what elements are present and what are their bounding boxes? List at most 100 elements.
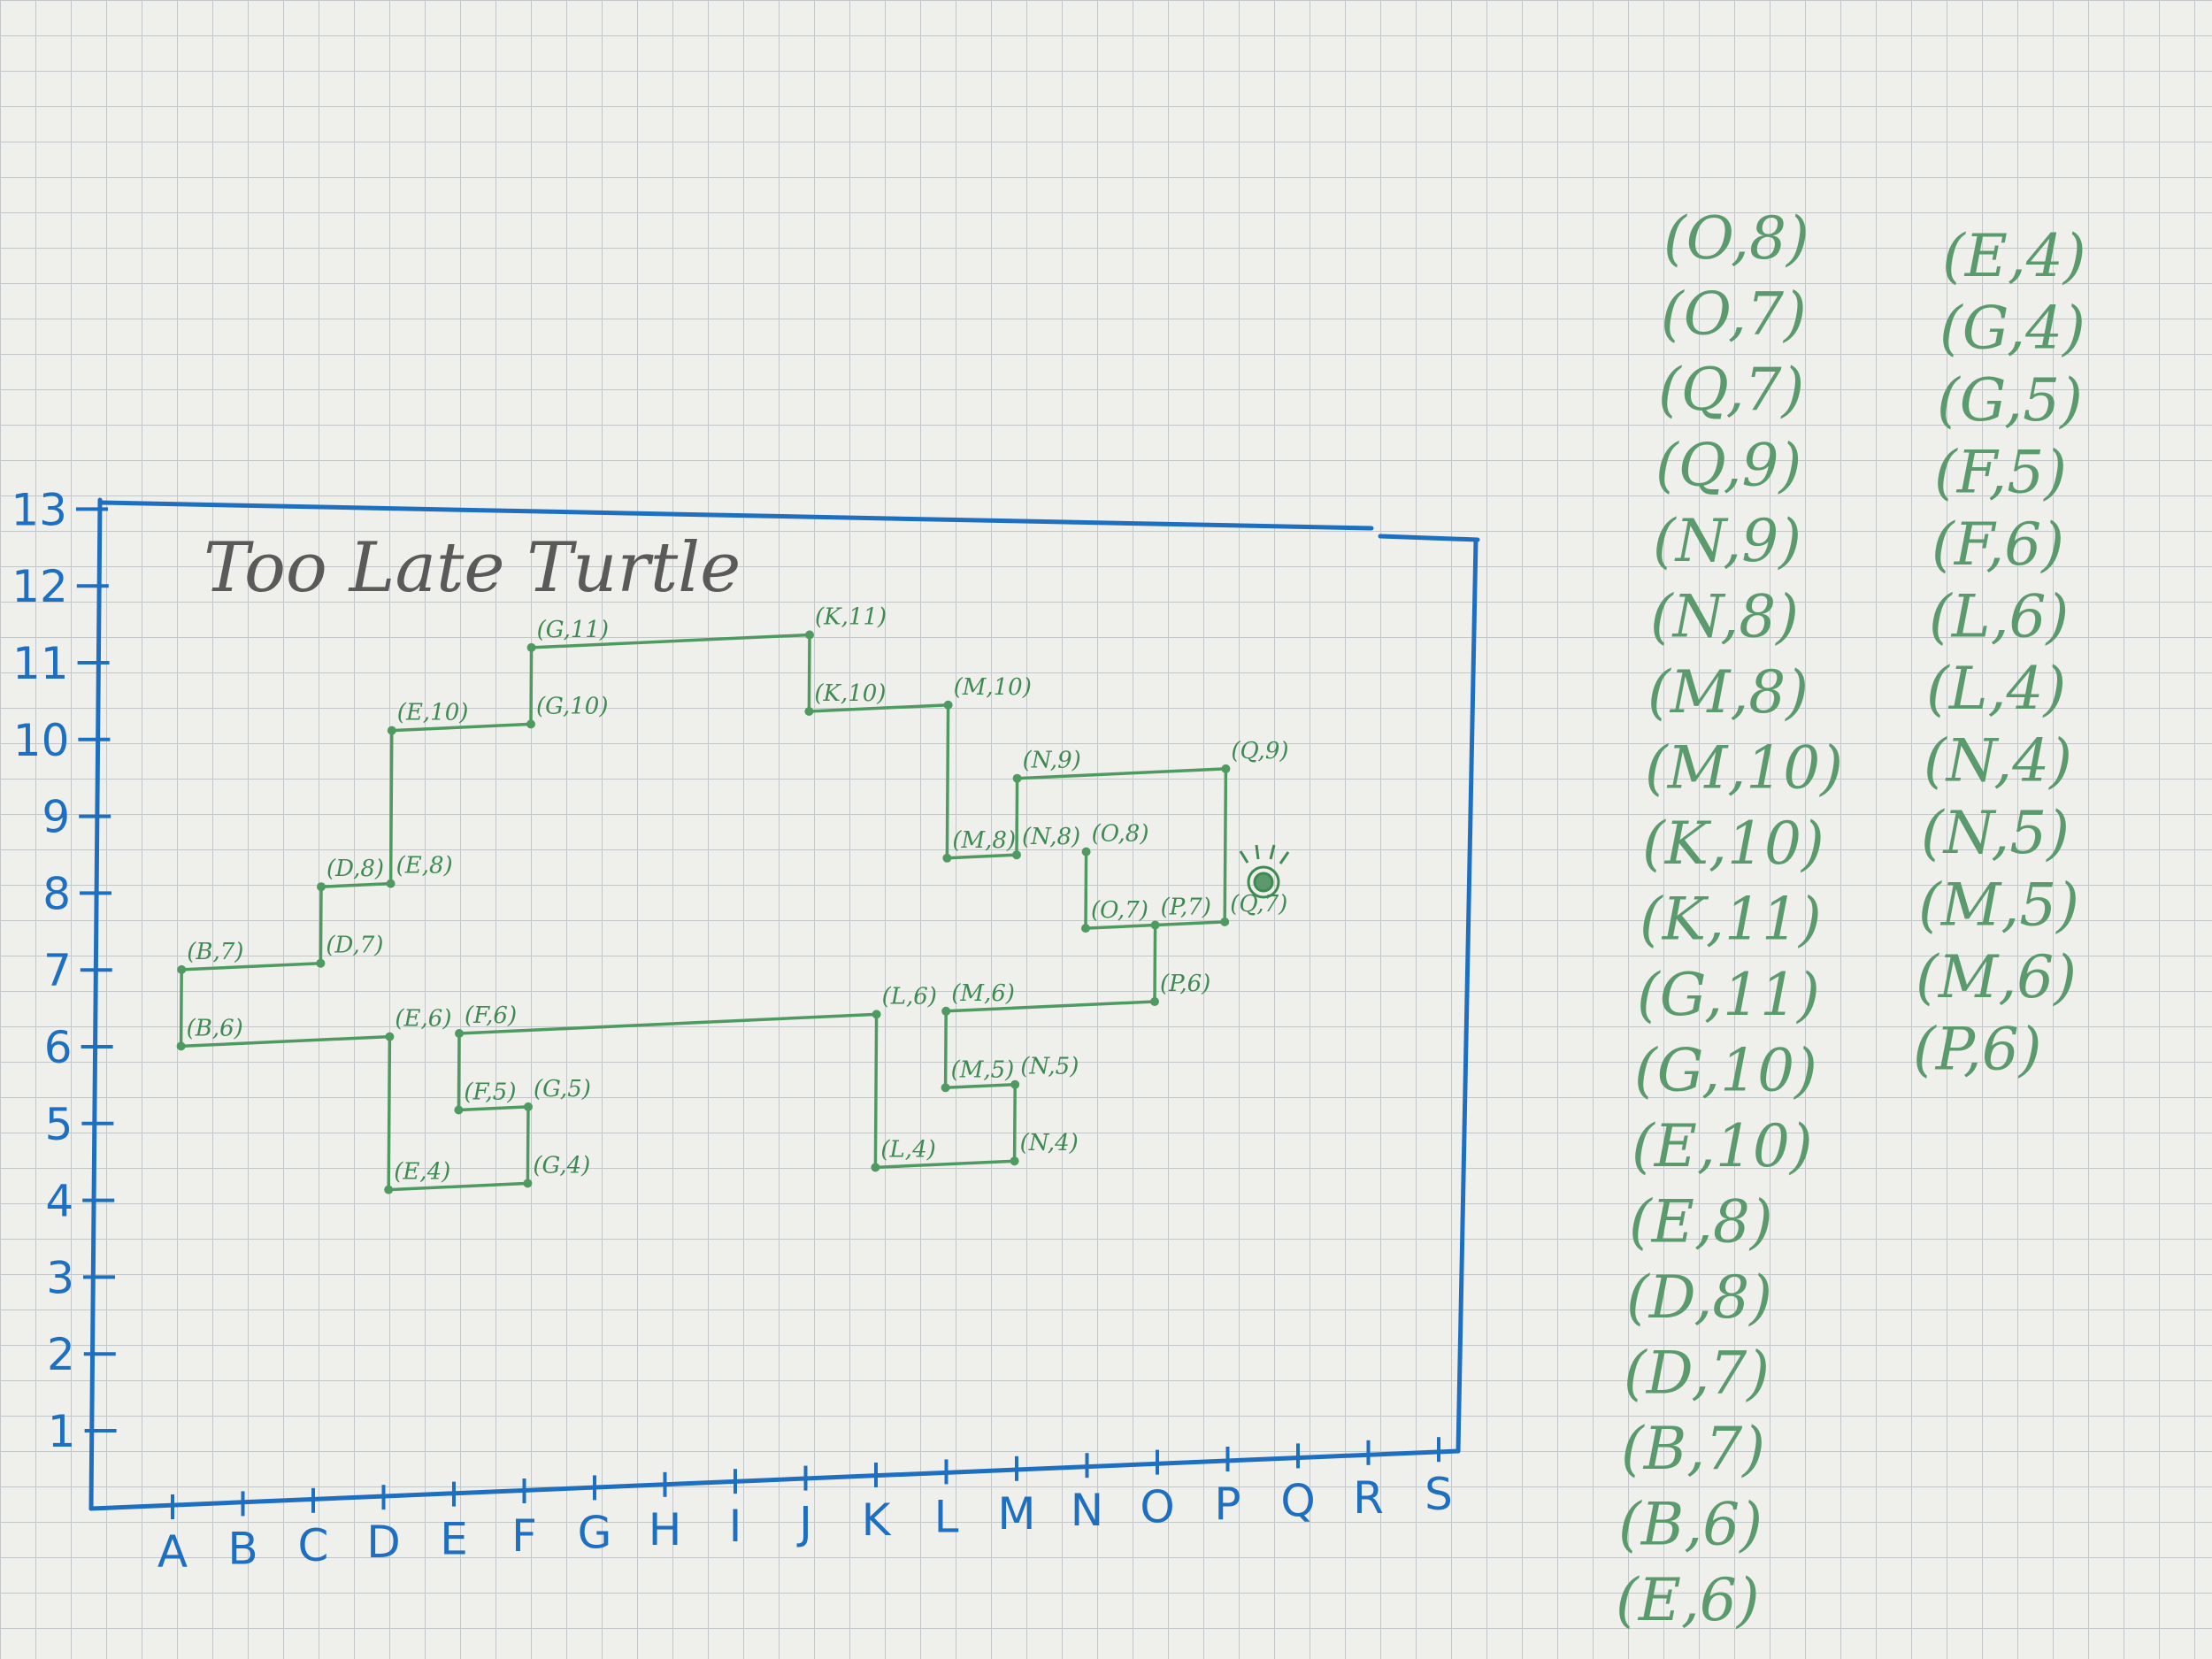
y-axis-line (88, 497, 103, 1511)
path-segment-5 (388, 728, 394, 886)
path-point-24 (872, 1010, 881, 1019)
path-point-label-23: (F,6) (465, 1002, 517, 1029)
list1-item-16: (B,7) (1621, 1415, 1765, 1483)
turtle-path (179, 633, 1228, 1192)
path-segment-30 (1153, 923, 1157, 1003)
path-segment-28 (943, 1010, 948, 1090)
y-axis-label-9: 9 (42, 792, 70, 843)
path-point-label-7: (G,10) (536, 693, 608, 719)
path-segment-3 (319, 885, 323, 965)
list1-item-4: (N,9) (1653, 507, 1801, 575)
path-segment-24 (873, 1012, 879, 1170)
path-point-label-16: (Q,7) (1230, 891, 1287, 918)
y-axis-label-8: 8 (42, 868, 71, 919)
list1-item-6: (M,8) (1647, 658, 1809, 726)
path-point-label-31: (P,7) (1161, 895, 1211, 921)
x-axis-label-K: K (862, 1494, 892, 1546)
list2-item-10: (M,6) (1916, 943, 2077, 1011)
path-point-9 (805, 630, 814, 640)
path-segment-4 (319, 881, 393, 888)
list2-item-2: (G,5) (1937, 366, 2083, 434)
path-point-label-5: (E,8) (396, 853, 453, 879)
list1-item-10: (G,11) (1637, 961, 1820, 1029)
path-point-20 (523, 1179, 533, 1188)
path-point-label-8: (G,11) (537, 617, 609, 643)
path-segment-25 (873, 1159, 1017, 1170)
x-axis-label-N: N (1071, 1485, 1103, 1536)
top-border-line-2 (1378, 534, 1480, 542)
y-axis-label-6: 6 (44, 1022, 73, 1073)
x-axis-line (88, 1448, 1461, 1511)
path-point-17 (1081, 924, 1090, 933)
list2-item-0: (E,4) (1942, 222, 2086, 290)
top-border-line (97, 500, 1374, 531)
list2-item-3: (F,5) (1934, 439, 2067, 507)
coordinate-axes (88, 497, 1480, 1511)
path-point-27 (1010, 1079, 1020, 1089)
path-segment-29 (944, 1000, 1156, 1013)
y-axis-label-4: 4 (45, 1176, 73, 1227)
x-axis-label-B: B (227, 1523, 257, 1574)
path-point-label-30: (P,6) (1160, 971, 1210, 997)
path-point-label-18: (O,8) (1092, 821, 1149, 848)
path-segment-21 (457, 1105, 530, 1112)
turtle-doodle-icon (1239, 844, 1290, 899)
coordinate-list-column-1: (O,8)(O,7)(Q,7)(Q,9)(N,9)(N,8)(M,8)(M,10… (1616, 204, 1843, 1634)
path-point-23 (455, 1029, 464, 1038)
list1-item-9: (K,11) (1640, 886, 1822, 954)
list1-item-3: (Q,9) (1655, 432, 1801, 500)
path-segment-12 (945, 853, 1018, 860)
path-point-12 (942, 853, 952, 863)
path-segment-14 (1015, 767, 1228, 780)
x-axis-label-F: F (511, 1510, 537, 1562)
list2-item-8: (N,5) (1921, 799, 2070, 867)
coordinate-list-column-2: (E,4)(G,4)(G,5)(F,5)(F,6)(L,6)(L,4)(N,4)… (1913, 222, 2086, 1084)
path-point-26 (1010, 1156, 1019, 1166)
list2-item-1: (G,4) (1939, 295, 2085, 363)
path-point-14 (1012, 773, 1022, 783)
path-segment-26 (1012, 1082, 1017, 1163)
x-axis-label-A: A (157, 1526, 188, 1578)
y-axis-label-3: 3 (46, 1252, 74, 1303)
path-segment-9 (807, 633, 811, 713)
x-axis-label-E: E (440, 1514, 468, 1565)
list1-item-12: (E,10) (1632, 1112, 1813, 1180)
path-point-30 (1150, 997, 1159, 1006)
path-point-18 (1081, 847, 1091, 856)
list1-item-1: (O,7) (1661, 280, 1807, 349)
drawing-title: Too Late Turtle (204, 528, 741, 608)
y-axis-label-10: 10 (13, 715, 70, 766)
path-segment-27 (943, 1082, 1017, 1090)
x-axis-label-P: P (1214, 1479, 1240, 1530)
path-point-label-10: (K,10) (814, 680, 886, 707)
y-axis-label-7: 7 (43, 945, 72, 996)
path-point-label-0: (E,6) (395, 1006, 451, 1033)
x-axis-label-M: M (997, 1488, 1035, 1540)
list2-item-7: (N,4) (1924, 727, 2072, 795)
y-axis-label-13: 13 (11, 484, 67, 535)
x-axis-label-Q: Q (1280, 1475, 1315, 1526)
path-point-label-29: (M,6) (951, 980, 1015, 1007)
list1-item-18: (E,6) (1616, 1566, 1760, 1634)
list1-item-14: (D,8) (1626, 1263, 1772, 1332)
list1-item-8: (K,10) (1642, 810, 1824, 878)
path-point-16 (1220, 917, 1230, 926)
list2-item-9: (M,5) (1918, 872, 2079, 940)
y-axis-label-11: 11 (12, 638, 69, 689)
path-point-29 (941, 1006, 951, 1016)
path-point-7 (526, 719, 535, 729)
path-point-11 (943, 700, 953, 710)
path-point-10 (804, 707, 814, 716)
path-segment-23 (457, 1012, 879, 1035)
x-axis-label-C: C (298, 1520, 329, 1571)
path-segment-7 (529, 646, 534, 726)
list1-item-17: (B,6) (1618, 1491, 1763, 1559)
y-axis-label-5: 5 (45, 1099, 73, 1150)
path-point-label-14: (N,9) (1023, 748, 1081, 774)
path-segment-6 (390, 722, 533, 733)
list2-item-6: (L,4) (1926, 655, 2066, 723)
path-point-6 (387, 726, 396, 735)
path-point-label-15: (Q,9) (1231, 738, 1288, 764)
path-point-label-13: (N,8) (1022, 824, 1080, 850)
